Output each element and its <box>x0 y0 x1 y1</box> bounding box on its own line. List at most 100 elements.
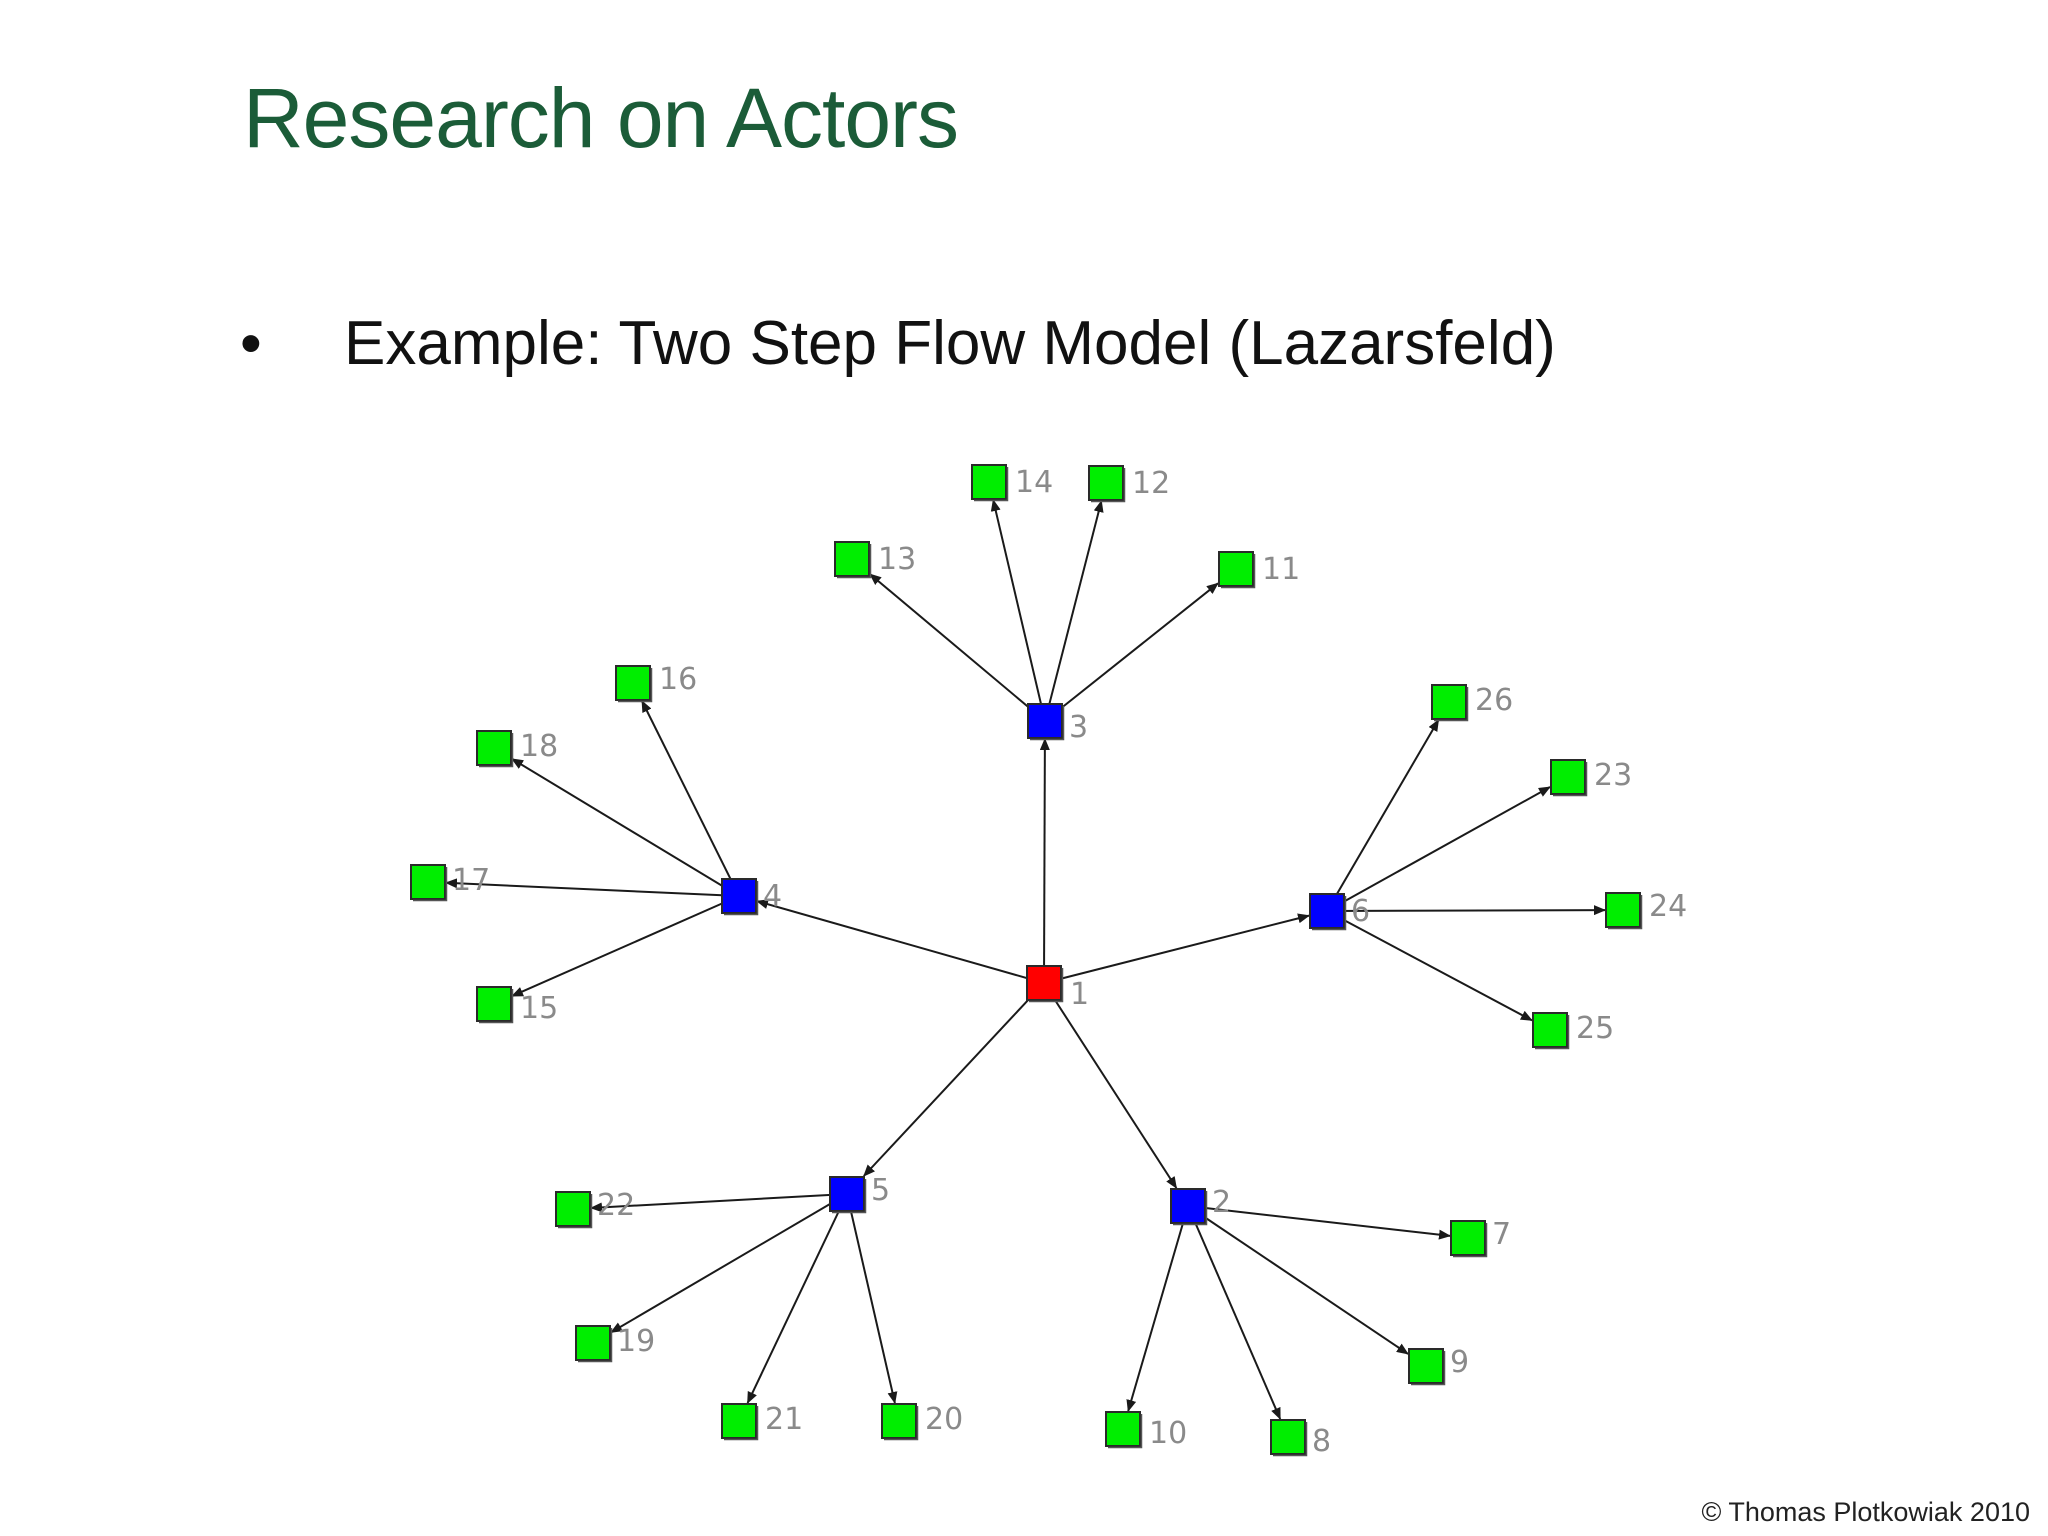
edge-3-13 <box>869 573 1046 722</box>
node-shadow-22 <box>558 1194 593 1229</box>
node-label-17: 17 <box>452 863 490 898</box>
bullet-icon: • <box>240 309 262 378</box>
node-label-24: 24 <box>1649 889 1687 924</box>
node-label-23: 23 <box>1594 758 1632 793</box>
edge-5-22 <box>590 1193 848 1213</box>
node-5 <box>829 1176 865 1212</box>
node-label-25: 25 <box>1576 1011 1614 1046</box>
node-shadow-21 <box>724 1406 759 1441</box>
node-20 <box>881 1403 917 1439</box>
node-2 <box>1170 1188 1206 1224</box>
edge-4-18 <box>511 758 740 897</box>
edge-1-4 <box>756 899 1045 984</box>
node-12 <box>1088 465 1124 501</box>
edge-1-3 <box>1039 738 1050 984</box>
node-label-3: 3 <box>1069 710 1088 745</box>
edge-4-15 <box>511 895 740 998</box>
node-label-6: 6 <box>1351 894 1370 929</box>
edge-3-14 <box>990 499 1046 722</box>
node-label-22: 22 <box>597 1188 635 1223</box>
node-shadow-4 <box>724 881 759 916</box>
node-shadow-26 <box>1434 687 1469 722</box>
edge-4-16 <box>641 700 740 897</box>
node-shadow-20 <box>884 1406 919 1441</box>
node-shadow-19 <box>578 1328 613 1363</box>
node-14 <box>971 464 1007 500</box>
node-23 <box>1550 759 1586 795</box>
node-24 <box>1605 892 1641 928</box>
node-label-10: 10 <box>1149 1416 1187 1451</box>
edge-2-10 <box>1126 1205 1189 1412</box>
edge-6-25 <box>1326 910 1533 1022</box>
bullet-text: Example: Two Step Flow Model (Lazarsfeld… <box>344 309 1556 378</box>
copyright-notice: © Thomas Plotkowiak 2010 <box>1701 1497 2030 1527</box>
node-22 <box>555 1191 591 1227</box>
edge-5-21 <box>746 1193 848 1404</box>
node-15 <box>476 986 512 1022</box>
node-shadow-16 <box>618 668 653 703</box>
node-8 <box>1270 1419 1306 1455</box>
node-3 <box>1027 703 1063 739</box>
edge-3-11 <box>1044 582 1219 722</box>
node-label-8: 8 <box>1312 1424 1331 1459</box>
node-label-14: 14 <box>1015 465 1053 500</box>
node-shadow-2 <box>1173 1191 1208 1226</box>
node-6 <box>1309 893 1345 929</box>
edge-2-7 <box>1187 1205 1451 1240</box>
node-17 <box>410 864 446 900</box>
edge-1-2 <box>1043 982 1178 1189</box>
edge-4-17 <box>445 878 740 897</box>
node-18 <box>476 730 512 766</box>
edge-1-6 <box>1043 913 1310 984</box>
node-label-12: 12 <box>1132 466 1170 501</box>
edge-6-24 <box>1326 905 1606 916</box>
node-7 <box>1450 1220 1486 1256</box>
edge-6-23 <box>1326 786 1551 912</box>
node-label-26: 26 <box>1475 683 1513 718</box>
slide-title: Research on Actors <box>243 71 959 165</box>
node-13 <box>834 541 870 577</box>
node-26 <box>1431 684 1467 720</box>
node-shadow-14 <box>974 467 1009 502</box>
node-19 <box>575 1325 611 1361</box>
node-label-13: 13 <box>878 542 916 577</box>
edge-5-20 <box>846 1193 898 1404</box>
node-shadow-18 <box>479 733 514 768</box>
node-1 <box>1026 965 1062 1001</box>
edge-3-12 <box>1044 500 1104 722</box>
node-label-4: 4 <box>763 879 782 914</box>
edge-6-26 <box>1326 719 1440 912</box>
node-label-21: 21 <box>765 1402 803 1437</box>
node-label-5: 5 <box>871 1173 890 1208</box>
node-shadow-15 <box>479 989 514 1024</box>
node-shadow-13 <box>837 544 872 579</box>
node-25 <box>1532 1012 1568 1048</box>
node-shadow-11 <box>1221 554 1256 589</box>
node-label-11: 11 <box>1262 552 1300 587</box>
node-shadow-6 <box>1312 896 1347 931</box>
node-shadow-24 <box>1608 895 1643 930</box>
node-label-20: 20 <box>925 1402 963 1437</box>
node-shadow-7 <box>1453 1223 1488 1258</box>
node-shadow-25 <box>1535 1015 1570 1050</box>
edge-5-19 <box>610 1193 848 1334</box>
node-4 <box>721 878 757 914</box>
node-label-2: 2 <box>1212 1185 1231 1220</box>
node-shadow-12 <box>1091 468 1126 503</box>
node-label-18: 18 <box>520 729 558 764</box>
edge-2-9 <box>1187 1205 1409 1355</box>
node-shadow-8 <box>1273 1422 1308 1457</box>
node-11 <box>1218 551 1254 587</box>
node-shadow-3 <box>1030 706 1065 741</box>
node-label-15: 15 <box>520 991 558 1026</box>
node-shadow-1 <box>1029 968 1064 1003</box>
node-9 <box>1408 1348 1444 1384</box>
node-label-16: 16 <box>659 662 697 697</box>
node-shadow-5 <box>832 1179 867 1214</box>
node-shadow-17 <box>413 867 448 902</box>
node-label-19: 19 <box>617 1324 655 1359</box>
node-16 <box>615 665 651 701</box>
node-21 <box>721 1403 757 1439</box>
